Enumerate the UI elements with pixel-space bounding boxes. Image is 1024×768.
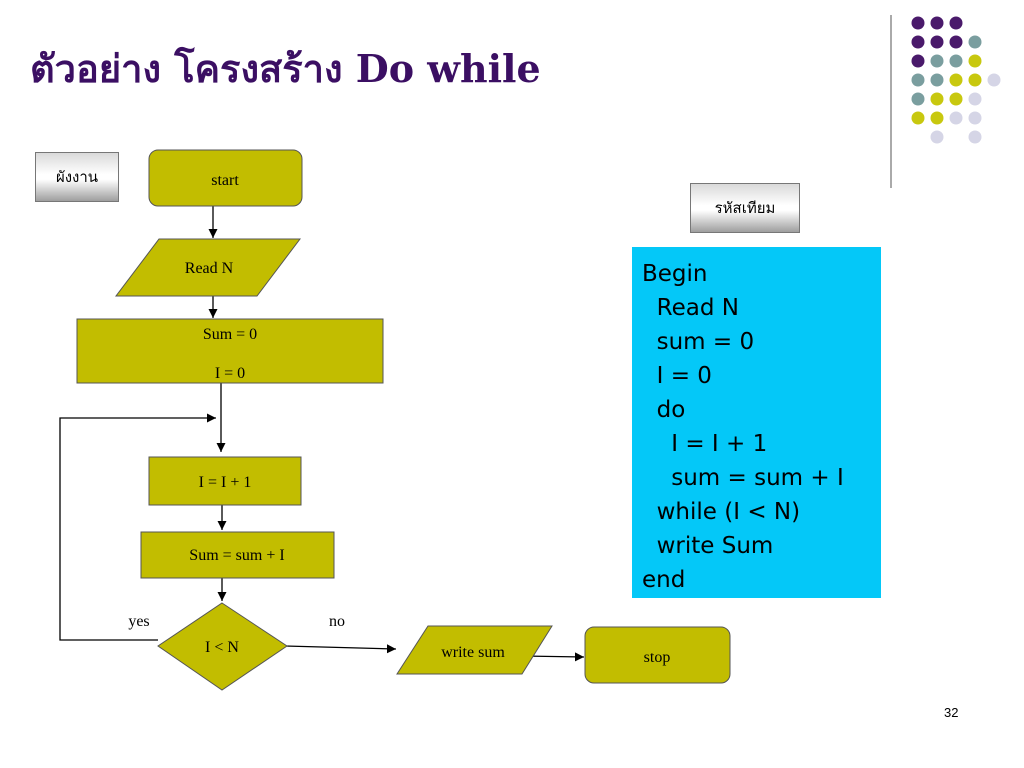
- accumulate-process-box: [140, 531, 335, 579]
- pseudocode-line: Read N: [642, 295, 739, 321]
- flowchart-label: ผังงาน: [35, 152, 119, 202]
- decorative-dot: [930, 111, 944, 125]
- decorative-dot: [949, 54, 963, 68]
- decorative-dot: [911, 73, 925, 87]
- read-label: Read N: [185, 260, 234, 277]
- pseudocode-line: I = 0: [642, 363, 712, 389]
- pseudocode-line: sum = sum + I: [642, 465, 844, 491]
- arrow-no-to-output: [284, 644, 397, 654]
- decorative-dot: [949, 16, 963, 30]
- decorative-dot: [968, 111, 982, 125]
- pseudocode-line: write Sum: [642, 533, 774, 559]
- condition-label: I < N: [205, 639, 239, 656]
- decorative-dot: [949, 35, 963, 49]
- output-label: write sum: [441, 644, 505, 661]
- init-process-box: [76, 318, 384, 384]
- page-number: 32: [944, 705, 959, 720]
- init-sum-label: Sum = 0: [203, 326, 257, 343]
- decorative-dot: [911, 54, 925, 68]
- condition-decision: [157, 602, 288, 691]
- increment-process-box: [148, 456, 302, 506]
- stop-label: stop: [644, 649, 671, 666]
- decorative-dot: [949, 111, 963, 125]
- decorative-dot: [930, 16, 944, 30]
- decorative-dots: [890, 15, 1001, 188]
- init-i-label: I = 0: [215, 365, 245, 382]
- dot-grid: [911, 16, 1001, 144]
- decorative-dot: [987, 73, 1001, 87]
- decorative-dot: [968, 35, 982, 49]
- decorative-dot: [968, 54, 982, 68]
- pseudocode-line: do: [642, 397, 686, 423]
- decorative-dot: [968, 92, 982, 106]
- decorative-dot: [911, 35, 925, 49]
- accumulate-label: Sum = sum + I: [189, 547, 284, 564]
- slide-title: ตัวอย่าง โครงสร้าง Do while: [30, 46, 541, 91]
- decorative-dot: [911, 111, 925, 125]
- decorative-dot: [930, 130, 944, 144]
- pseudocode-line: while (I < N): [642, 499, 801, 525]
- increment-label: I = I + 1: [199, 474, 252, 491]
- no-label: no: [329, 613, 345, 630]
- output-shape: [396, 625, 553, 675]
- pseudocode-line: end: [642, 567, 686, 593]
- decorative-dot: [911, 16, 925, 30]
- pseudocode-line: sum = 0: [642, 329, 755, 355]
- yes-label: yes: [128, 613, 149, 630]
- decorative-dot: [930, 73, 944, 87]
- decorative-dot: [949, 73, 963, 87]
- decorative-dot: [930, 35, 944, 49]
- read-input-shape: [114, 238, 302, 297]
- pseudocode-line: I = I + 1: [642, 431, 768, 457]
- pseudocode-block: Begin Read N sum = 0 I = 0 do I = I + 1 …: [632, 247, 881, 598]
- decorative-dot: [949, 92, 963, 106]
- pseudocode-label: รหัสเทียม: [690, 183, 800, 233]
- decorative-dot: [911, 92, 925, 106]
- arrow-yes-loop: [59, 413, 216, 641]
- pseudocode-line: Begin: [642, 261, 708, 287]
- decorative-dot: [968, 130, 982, 144]
- stop-terminal: [584, 626, 731, 684]
- decorative-dot: [930, 54, 944, 68]
- decorative-dot: [968, 73, 982, 87]
- start-label: start: [211, 172, 239, 189]
- start-terminal: [148, 149, 303, 207]
- decorative-dot: [930, 92, 944, 106]
